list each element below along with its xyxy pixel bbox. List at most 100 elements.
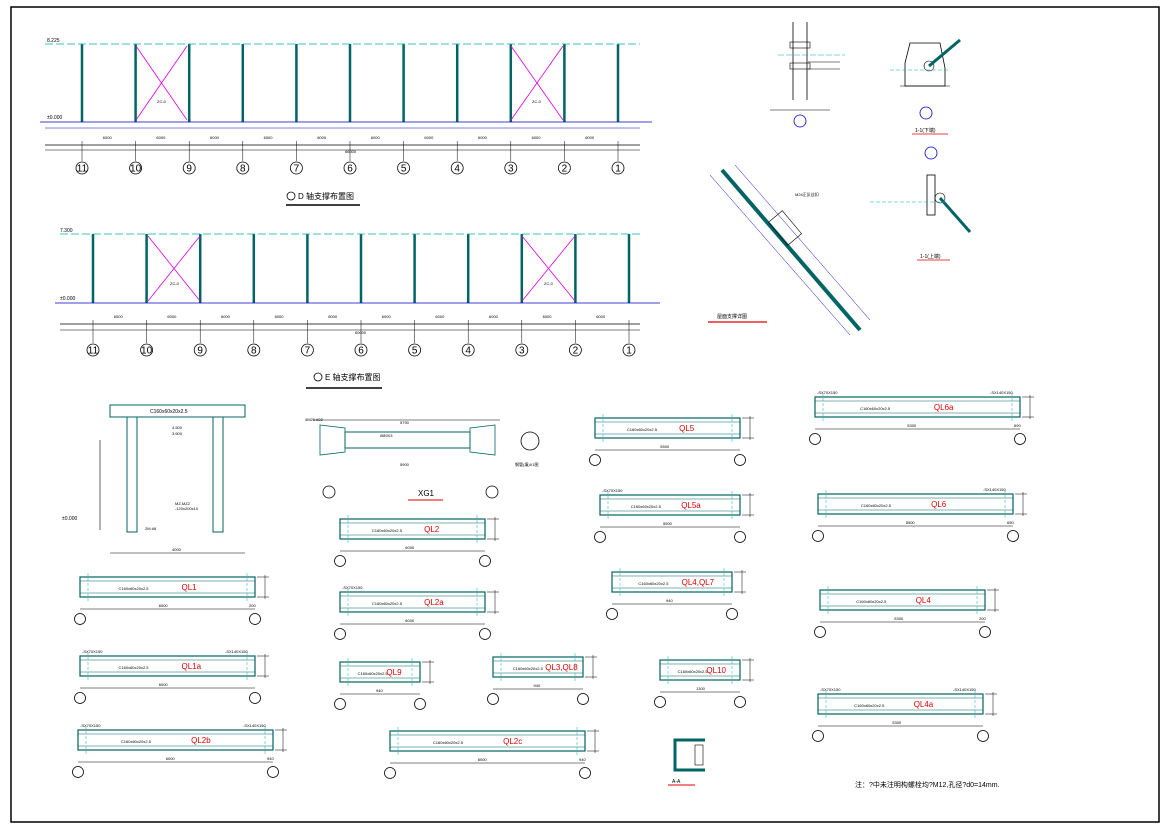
beam-length-dim: 6000 — [405, 618, 415, 623]
beam-spec: C160x60x20x2.5 — [513, 666, 544, 671]
elev1-base-level: ±0.000 — [47, 115, 62, 121]
axis-bubble — [249, 692, 261, 704]
beam-end-dim: 200 — [979, 616, 986, 621]
beam-label: QL1 — [182, 583, 198, 592]
axis-bubble — [558, 161, 571, 175]
axis-bubble — [414, 698, 426, 710]
axis-bubble — [74, 613, 86, 625]
svg-text:D 轴支撑布置图: D 轴支撑布置图 — [298, 191, 354, 201]
section-1-1-lower: 1-1(下端) — [890, 38, 961, 135]
brace-tag: ZC-0 — [544, 281, 554, 286]
svg-text:A-A: A-A — [672, 779, 681, 785]
axis-label: 3 — [508, 164, 514, 175]
axis-bubble — [461, 343, 475, 357]
axis-label: 9 — [197, 346, 203, 357]
beam-spec: C160x60x20x2.5 — [119, 665, 150, 670]
axis-bubble — [1007, 530, 1019, 542]
brace-x-left: ZC-0 — [135, 45, 188, 121]
axis-bubble — [343, 161, 357, 175]
elevation-e-axis: 7.300 ±0.000 60000 116000106000960008600… — [55, 228, 660, 389]
span-dim: 6000 — [317, 135, 327, 140]
svg-text:Ø89X3: Ø89X3 — [380, 433, 393, 438]
plate-label-left: -SX70X150 — [342, 585, 363, 590]
axis-label: 7 — [294, 164, 300, 175]
beam-spec: C160x60x20x2.5 — [433, 740, 464, 745]
beam-end-dim: 690 — [1014, 423, 1021, 428]
axis-label: 5 — [412, 346, 418, 357]
beam-label: QL10 — [706, 666, 726, 675]
section-a-a: A-A — [668, 738, 705, 786]
plate-label-right: -SX140X150 — [953, 687, 976, 692]
beam-spec: C160x60x20x2.5 — [856, 599, 887, 604]
axis-bubble — [654, 696, 666, 708]
svg-text:-120x200x10: -120x200x10 — [175, 506, 199, 511]
axis-label: 2 — [573, 346, 579, 357]
axis-bubble — [140, 343, 154, 357]
axis-label: 4 — [465, 346, 471, 357]
plate-label-left: -SX70X150 — [820, 687, 841, 692]
axis-bubble — [247, 343, 261, 357]
axis-bubble — [479, 555, 491, 567]
beam-spec: C160x60x20x2.5 — [861, 503, 892, 508]
beam-length-dim: 1300 — [696, 686, 706, 691]
axis-label: 11 — [77, 164, 88, 175]
axis-label: 10 — [130, 164, 142, 175]
axis-label: 11 — [88, 346, 99, 357]
span-dim: 6000 — [167, 314, 177, 319]
svg-text:4000: 4000 — [172, 547, 182, 552]
beam-length-dim: 6000 — [166, 756, 176, 761]
axis-label: 6 — [347, 164, 353, 175]
svg-text:MZ,MZ2: MZ,MZ2 — [175, 501, 191, 506]
axis-bubble — [74, 692, 86, 704]
axis-bubble — [267, 766, 279, 778]
svg-text:3.600: 3.600 — [172, 431, 183, 436]
beam-label: QL6 — [931, 500, 947, 509]
axis-bubble — [977, 730, 989, 742]
portal-frame: C160x60x20x2.5 4.500 3.600 MZ,MZ2 -120x2… — [62, 404, 246, 554]
section-detail-top — [770, 22, 845, 128]
span-dim: 6000 — [435, 314, 445, 319]
beam-spec: C160x60x20x2.5 — [121, 739, 152, 744]
beam-length-dim: 6000 — [159, 682, 169, 687]
span-dim: 6000 — [489, 314, 499, 319]
axis-bubble — [72, 766, 84, 778]
plate-label-right: -SX140X150 — [243, 723, 266, 728]
span-dim: 6000 — [543, 314, 553, 319]
span-dim: 6000 — [114, 314, 124, 319]
beam-length-dim: 940 — [666, 598, 673, 603]
roof-brace-detail: M24正反丝扣 屋面支撑详图 — [708, 164, 871, 336]
span-dim: 6000 — [210, 135, 220, 140]
axis-bubble — [622, 343, 636, 357]
drawing-frame — [10, 6, 1160, 823]
beam-label: QL3,QL8 — [545, 663, 578, 672]
axis-bubble — [236, 161, 250, 175]
axis-bubble — [397, 161, 411, 175]
axis-label: 1 — [615, 164, 621, 175]
elev2-base-level: ±0.000 — [60, 296, 75, 302]
span-dim: 6000 — [478, 135, 488, 140]
plate-label-right: -SX140X150 — [983, 487, 1006, 492]
axis-label: 2 — [562, 164, 568, 175]
plate-label-left: -SX70X150 — [602, 488, 623, 493]
axis-bubble — [606, 608, 618, 620]
axis-label: 8 — [240, 164, 246, 175]
beam-label: QL2a — [424, 598, 444, 607]
beam-label: QL4,QL7 — [682, 578, 715, 587]
axis-label: 8 — [251, 346, 257, 357]
span-dim: 6000 — [156, 135, 166, 140]
axis-label: 5 — [401, 164, 407, 175]
section-1-1-upper: 1-1(上端) — [870, 146, 972, 261]
beam-end-dim: 940 — [267, 756, 274, 761]
beam-label: QL5 — [679, 424, 695, 433]
span-dim: 6000 — [382, 314, 392, 319]
title-e-axis: E 轴支撑布置图 — [306, 372, 382, 389]
beam-end-dim: 200 — [249, 603, 256, 608]
